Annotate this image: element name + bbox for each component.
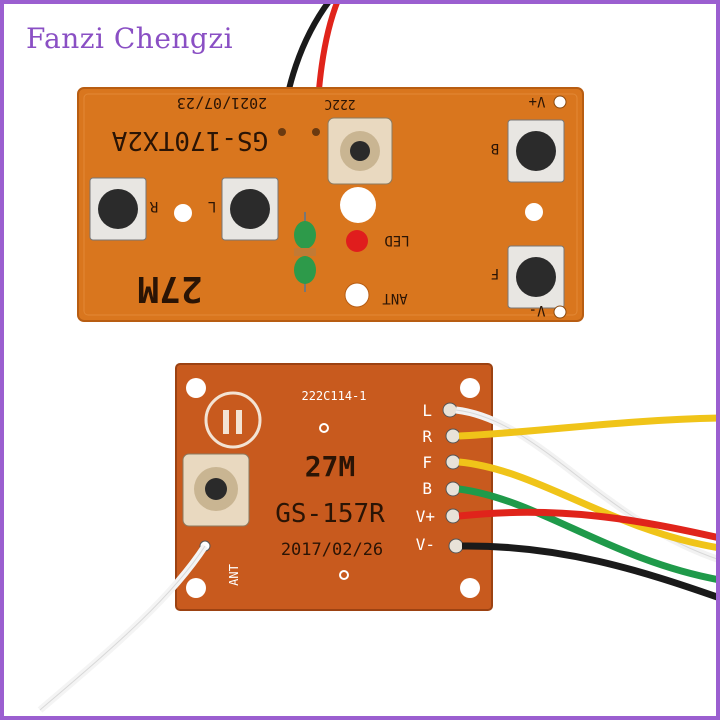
led-icon xyxy=(346,230,368,252)
receiver-wires xyxy=(37,406,720,713)
tx-label-ant: ANT xyxy=(382,290,408,306)
inductor xyxy=(294,212,316,292)
tx-date-text: 2021/07/23 xyxy=(177,94,267,112)
tx-code-text: 222C xyxy=(324,96,355,111)
tx-label-r: R xyxy=(149,198,158,214)
tx-label-led: LED xyxy=(384,232,409,248)
tx-model-text: GS-170TX2A xyxy=(111,125,268,155)
rx-pin-b: B xyxy=(422,479,432,498)
tx-button-r xyxy=(89,177,147,241)
tx-label-l: L xyxy=(208,198,216,214)
rx-date-text: 2017/02/26 xyxy=(281,540,383,560)
tx-button-b xyxy=(507,119,565,183)
rx-trimmer xyxy=(182,453,250,527)
rx-model-text: GS-157R xyxy=(275,499,385,529)
tx-label-b: B xyxy=(491,140,499,156)
receiver-board: 222C114-1 27M GS-157R 2017/02/26 ANT L R… xyxy=(175,363,493,611)
brand-watermark: Fanzi Chengzi xyxy=(26,22,234,55)
tx-trimmer xyxy=(327,117,393,185)
rx-pin-r: R xyxy=(422,427,432,446)
rx-frequency-text: 27M xyxy=(305,450,356,483)
tx-label-f: F xyxy=(491,265,499,281)
rx-ant-text: ANT xyxy=(227,564,241,586)
rx-pin-vplus: V+ xyxy=(416,507,435,526)
tx-frequency-text: 27M xyxy=(137,268,202,309)
tx-label-vminus: V- xyxy=(529,302,546,318)
tx-button-l xyxy=(221,177,279,241)
tx-button-f xyxy=(507,245,565,309)
rx-pin-l: L xyxy=(422,401,432,420)
tx-label-vplus: V+ xyxy=(529,93,546,109)
rx-pins: L R F B V+ V- xyxy=(416,401,464,554)
rx-code-text: 222C114-1 xyxy=(301,389,366,403)
rx-pin-vminus: V- xyxy=(416,535,435,554)
transmitter-board: GS-170TX2A 2021/07/23 222C 27M R L B F V… xyxy=(77,87,584,322)
rx-pin-f: F xyxy=(422,453,432,472)
